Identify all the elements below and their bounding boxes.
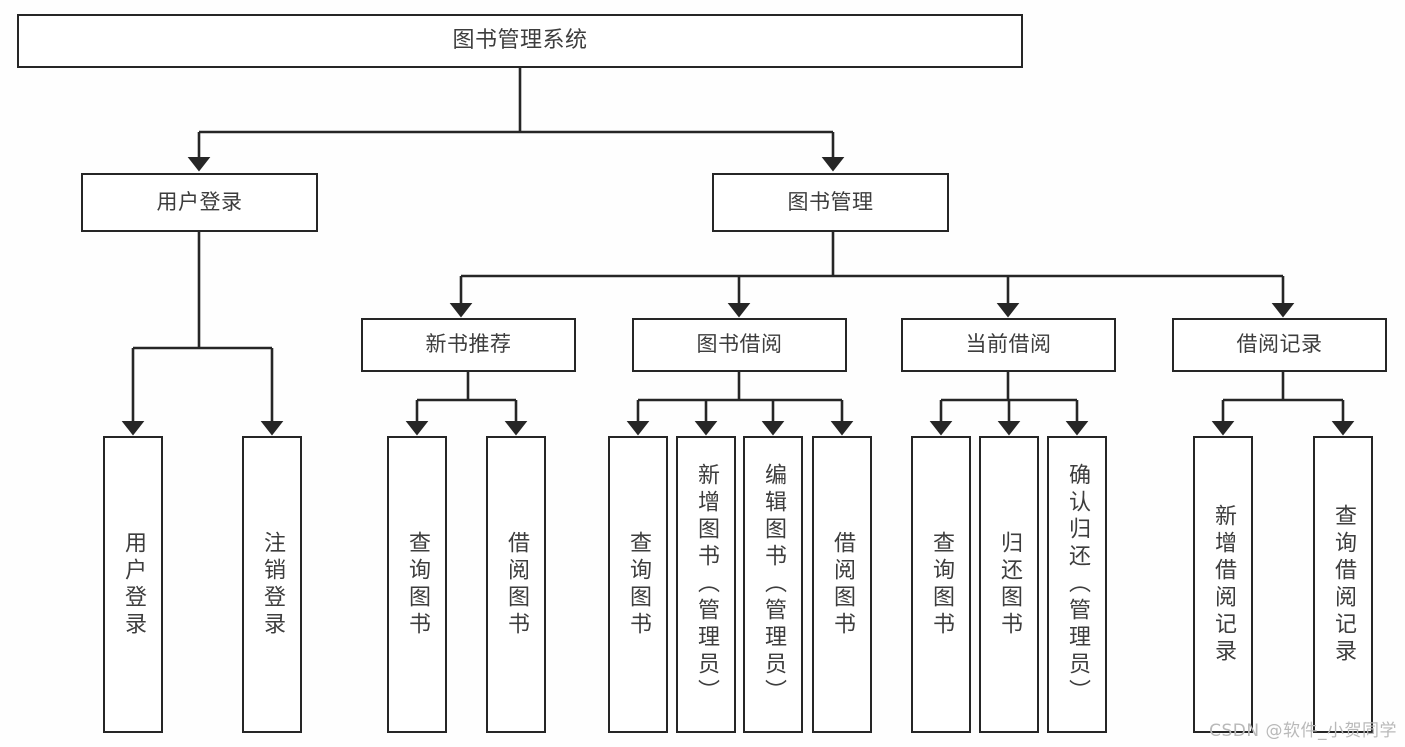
csdn-watermark: CSDN @软件_小贺同学 xyxy=(1209,721,1397,741)
node-leaf-query-record[interactable]: 查询借阅记录 xyxy=(1313,436,1373,733)
node-label: 借阅记录 xyxy=(1236,332,1323,357)
node-label: 当前借阅 xyxy=(965,332,1052,357)
node-label: 查询图书 xyxy=(626,530,651,639)
node-label: 新书推荐 xyxy=(425,332,512,357)
node-user-login[interactable]: 用户登录 xyxy=(81,173,318,232)
node-label: 新增图书（管理员） xyxy=(694,463,719,706)
node-leaf-borrow-book-2[interactable]: 借阅图书 xyxy=(812,436,872,733)
node-label: 查询图书 xyxy=(929,530,954,639)
node-label: 查询借阅记录 xyxy=(1331,503,1356,666)
node-leaf-user-login[interactable]: 用户登录 xyxy=(103,436,163,733)
node-label: 用户登录 xyxy=(121,530,146,639)
node-label: 借阅图书 xyxy=(830,530,855,639)
node-root-book-management-system[interactable]: 图书管理系统 xyxy=(17,14,1023,68)
node-label: 注销登录 xyxy=(260,530,285,639)
node-label: 编辑图书（管理员） xyxy=(761,463,786,706)
node-label: 图书借阅 xyxy=(696,332,783,357)
node-leaf-return-book[interactable]: 归还图书 xyxy=(979,436,1039,733)
node-label: 图书管理 xyxy=(787,189,874,214)
node-book-borrow[interactable]: 图书借阅 xyxy=(632,318,847,372)
node-label: 新增借阅记录 xyxy=(1211,503,1236,666)
node-leaf-query-book-2[interactable]: 查询图书 xyxy=(608,436,668,733)
node-leaf-logout-login[interactable]: 注销登录 xyxy=(242,436,302,733)
node-borrow-record[interactable]: 借阅记录 xyxy=(1172,318,1387,372)
node-leaf-query-book-3[interactable]: 查询图书 xyxy=(911,436,971,733)
node-label: 归还图书 xyxy=(997,530,1022,639)
node-leaf-confirm-return[interactable]: 确认归还（管理员） xyxy=(1047,436,1107,733)
node-leaf-add-record[interactable]: 新增借阅记录 xyxy=(1193,436,1253,733)
node-label: 用户登录 xyxy=(156,189,243,214)
node-leaf-borrow-book-1[interactable]: 借阅图书 xyxy=(486,436,546,733)
node-book-management[interactable]: 图书管理 xyxy=(712,173,949,232)
node-label: 图书管理系统 xyxy=(452,27,588,53)
node-current-borrow[interactable]: 当前借阅 xyxy=(901,318,1116,372)
node-label: 确认归还（管理员） xyxy=(1065,463,1090,706)
node-leaf-query-book-1[interactable]: 查询图书 xyxy=(387,436,447,733)
node-new-book-recommend[interactable]: 新书推荐 xyxy=(361,318,576,372)
node-label: 查询图书 xyxy=(405,530,430,639)
node-leaf-add-book[interactable]: 新增图书（管理员） xyxy=(676,436,736,733)
node-leaf-edit-book[interactable]: 编辑图书（管理员） xyxy=(743,436,803,733)
node-label: 借阅图书 xyxy=(504,530,529,639)
